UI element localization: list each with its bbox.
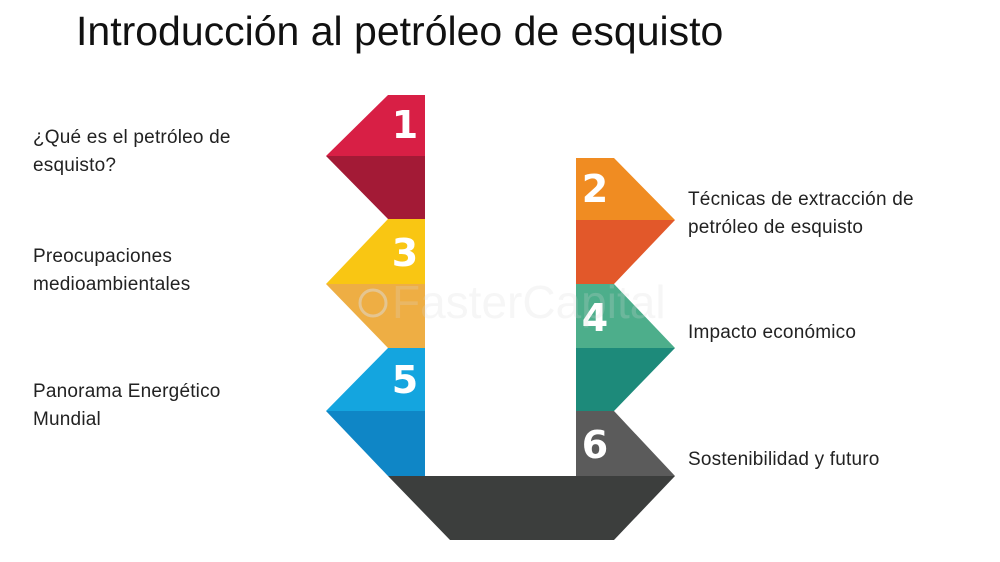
step-2-bottom xyxy=(576,220,675,284)
step-4-label: Impacto económico xyxy=(688,322,857,343)
step-4-number: 4 xyxy=(582,296,608,340)
step-2-label: Técnicas de extracción de petróleo de es… xyxy=(688,189,914,238)
step-4-block: 4 xyxy=(576,284,675,411)
step-6-top xyxy=(576,411,675,476)
step-1-top xyxy=(326,95,425,156)
step-1-number: 1 xyxy=(392,103,418,147)
step-5-number: 5 xyxy=(392,358,418,402)
step-4-bottom xyxy=(576,348,675,411)
step-5-label: Panorama Energético Mundial xyxy=(33,381,221,430)
step-1-block: 1 xyxy=(326,95,425,219)
step-6-number: 6 xyxy=(582,423,608,467)
step-5-block: 5 xyxy=(326,348,425,476)
step-5-top xyxy=(326,348,425,411)
watermark-text: FasterCapital xyxy=(392,276,666,328)
step-5-bottom xyxy=(326,411,425,476)
watermark-logo-icon xyxy=(358,288,388,318)
page-title: Introducción al petróleo de esquisto xyxy=(76,8,724,54)
step-6-label: Sostenibilidad y futuro xyxy=(688,449,880,470)
step-3-label: Preocupaciones medioambientales xyxy=(33,246,191,295)
step-3-top xyxy=(326,219,425,284)
step-1-bottom xyxy=(326,156,425,219)
step-3-number: 3 xyxy=(392,231,418,275)
watermark: FasterCapital xyxy=(358,276,666,328)
u-base-connector xyxy=(388,476,675,540)
step-2-block: 2 xyxy=(576,158,675,284)
step-2-top xyxy=(576,158,675,220)
step-1-label: ¿Qué es el petróleo de esquisto? xyxy=(33,127,231,176)
step-6-block: 6 xyxy=(576,411,675,476)
step-4-top xyxy=(576,284,675,348)
step-2-number: 2 xyxy=(582,167,608,211)
